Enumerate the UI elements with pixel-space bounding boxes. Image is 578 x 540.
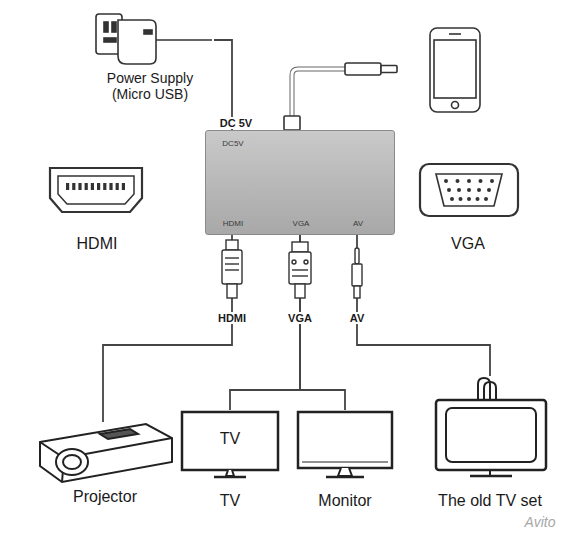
pin-dot: [484, 197, 488, 201]
projector-illustration: [40, 424, 172, 482]
node-text: TV: [180, 430, 280, 448]
pin-dot: [450, 197, 454, 201]
node-text: DC5V: [218, 139, 248, 148]
pin-dot: [467, 188, 471, 192]
projector: Projector: [35, 422, 175, 484]
node-text: Power Supply (Micro USB): [86, 70, 214, 102]
port-label: HDMI: [77, 235, 118, 253]
node-text: HDMI: [218, 219, 248, 228]
hdmi-port-icon: [50, 168, 142, 212]
pin-dot: [459, 197, 463, 201]
node-text: The old TV set: [426, 492, 554, 510]
pin-stroke: [78, 183, 81, 190]
pin-dot: [490, 179, 494, 183]
power-plug: [96, 14, 212, 64]
cable-plugs: [222, 240, 362, 298]
pin-dot: [477, 188, 481, 192]
cable-connector: [357, 235, 490, 376]
pin-dot: [457, 188, 461, 192]
node-text: Projector: [35, 488, 175, 506]
power-supply: Power Supply (Micro USB): [86, 8, 214, 112]
pin-dot: [444, 179, 448, 183]
adapter-box: DC5V HDMI VGA AV: [205, 130, 395, 235]
pin-stroke: [103, 183, 106, 190]
pin-stroke: [116, 183, 119, 190]
old-tv-illustration: [436, 378, 546, 476]
monitor-illustration: [298, 412, 392, 477]
cable-label: HDMI: [216, 312, 248, 324]
cable-label: VGA: [286, 312, 314, 324]
pin-stroke: [91, 183, 94, 190]
cable-connector: [103, 235, 232, 422]
pin-stroke: [97, 183, 100, 190]
node-text: TV: [180, 492, 280, 510]
pin-stroke: [109, 183, 112, 190]
cable-label: AV: [348, 312, 366, 324]
node-text: AV: [343, 219, 373, 228]
watermark: Avito: [525, 514, 556, 530]
cable-label: DC 5V: [218, 117, 254, 129]
pin-dot: [476, 197, 480, 201]
pin-stroke: [122, 183, 125, 190]
monitor: Monitor: [296, 410, 394, 482]
vga-port-icon: [420, 164, 518, 216]
pin-dot: [447, 188, 451, 192]
pin-dot: [456, 179, 460, 183]
node-text: Monitor: [296, 492, 394, 510]
old-tv: The old TV set: [432, 376, 548, 482]
port-label: VGA: [451, 235, 485, 253]
node-text: VGA: [286, 219, 316, 228]
pin-dot: [467, 179, 471, 183]
pin-stroke: [66, 183, 69, 190]
tv: TVTV: [180, 410, 280, 482]
pin-stroke: [85, 183, 88, 190]
pin-dot: [479, 179, 483, 183]
pin-dot: [487, 188, 491, 192]
pin-stroke: [72, 183, 75, 190]
pin-dot: [467, 197, 471, 201]
phone-and-cable: [284, 28, 480, 130]
